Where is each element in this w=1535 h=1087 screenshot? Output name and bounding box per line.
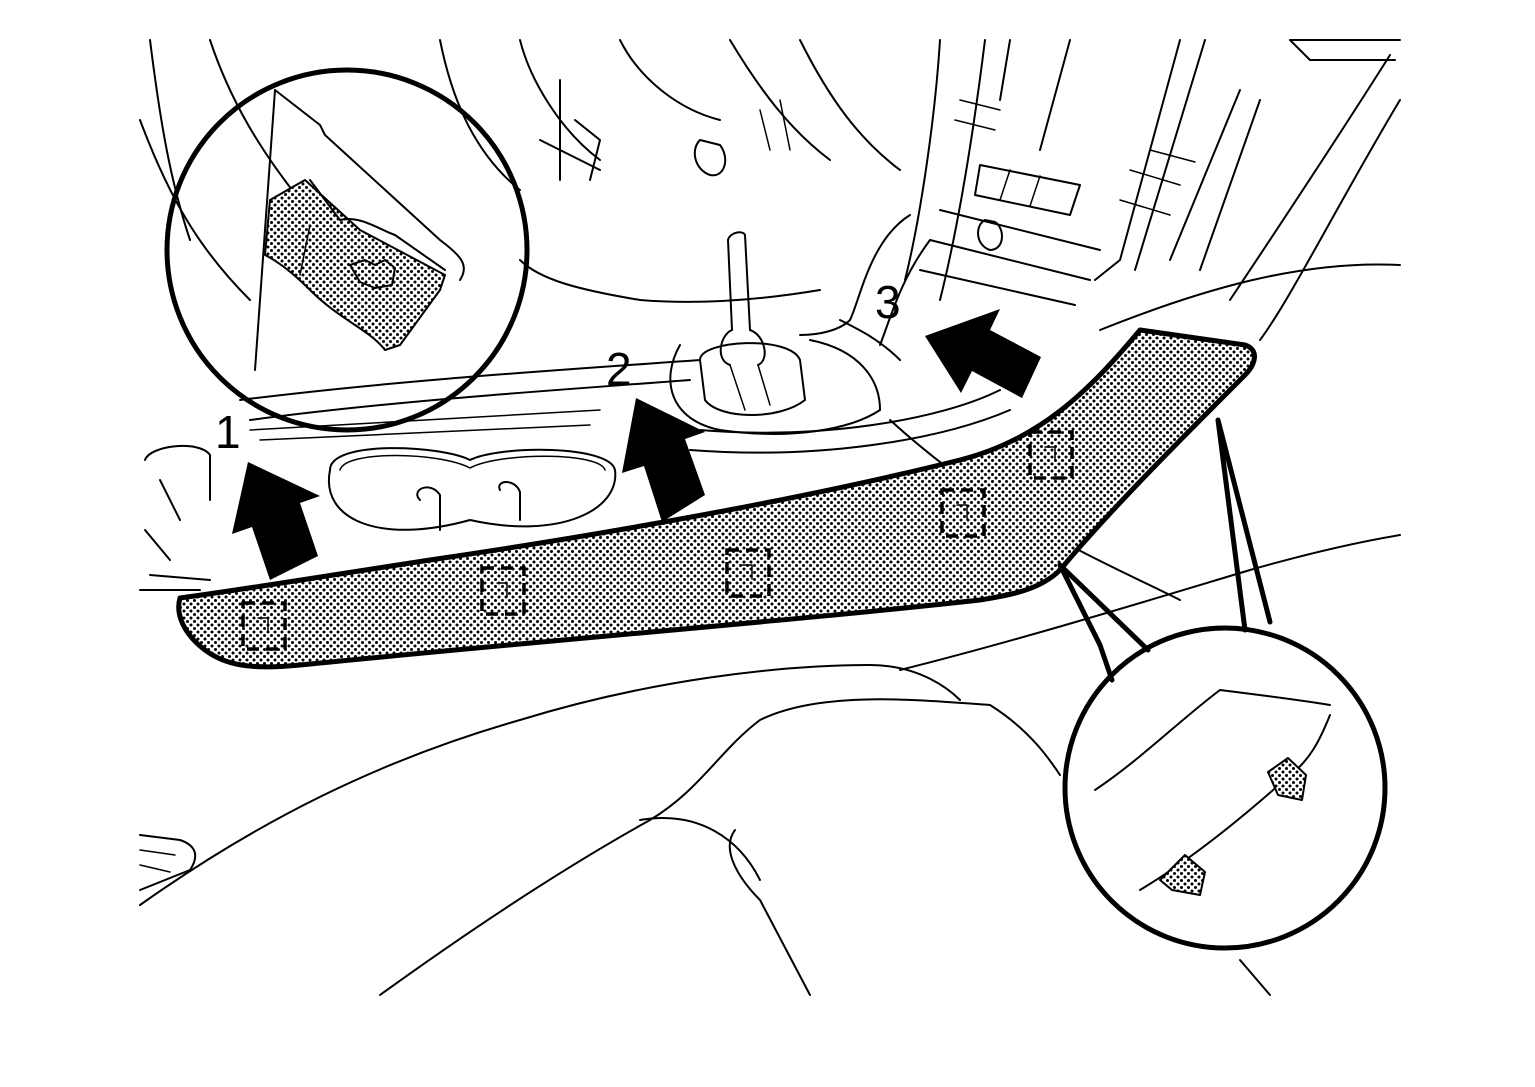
removal-arrow-1 xyxy=(232,462,320,580)
removal-arrows xyxy=(232,309,1041,580)
firewall-background xyxy=(139,39,901,303)
clip-marker-4 xyxy=(940,488,986,538)
callout-label-2: 2 xyxy=(606,343,632,395)
dashed-clip-markers xyxy=(241,430,1074,651)
clip-marker-3 xyxy=(725,548,771,598)
callout-labels: 1 2 3 xyxy=(215,276,901,458)
shift-lever xyxy=(669,231,881,435)
removal-arrow-2 xyxy=(622,398,705,522)
clip-detail-2 xyxy=(496,582,508,598)
clip-detail-1 xyxy=(257,617,269,633)
removal-arrow-3 xyxy=(925,309,1041,398)
center-stack-background xyxy=(889,39,1401,601)
clip-detail-5 xyxy=(1044,446,1056,462)
clip-detail-3 xyxy=(741,564,753,580)
clip-marker-1 xyxy=(241,601,287,651)
callout-label-3: 3 xyxy=(875,276,901,328)
clip-marker-2 xyxy=(480,566,526,616)
clip-detail-4 xyxy=(956,504,968,520)
console-trim-panel xyxy=(176,327,1257,670)
detail-view-lower-right xyxy=(1057,417,1388,951)
callout-label-1: 1 xyxy=(215,406,241,458)
seat-foreground xyxy=(139,534,1401,996)
clip-marker-5 xyxy=(1028,430,1074,480)
detail-view-upper-left xyxy=(164,67,530,433)
